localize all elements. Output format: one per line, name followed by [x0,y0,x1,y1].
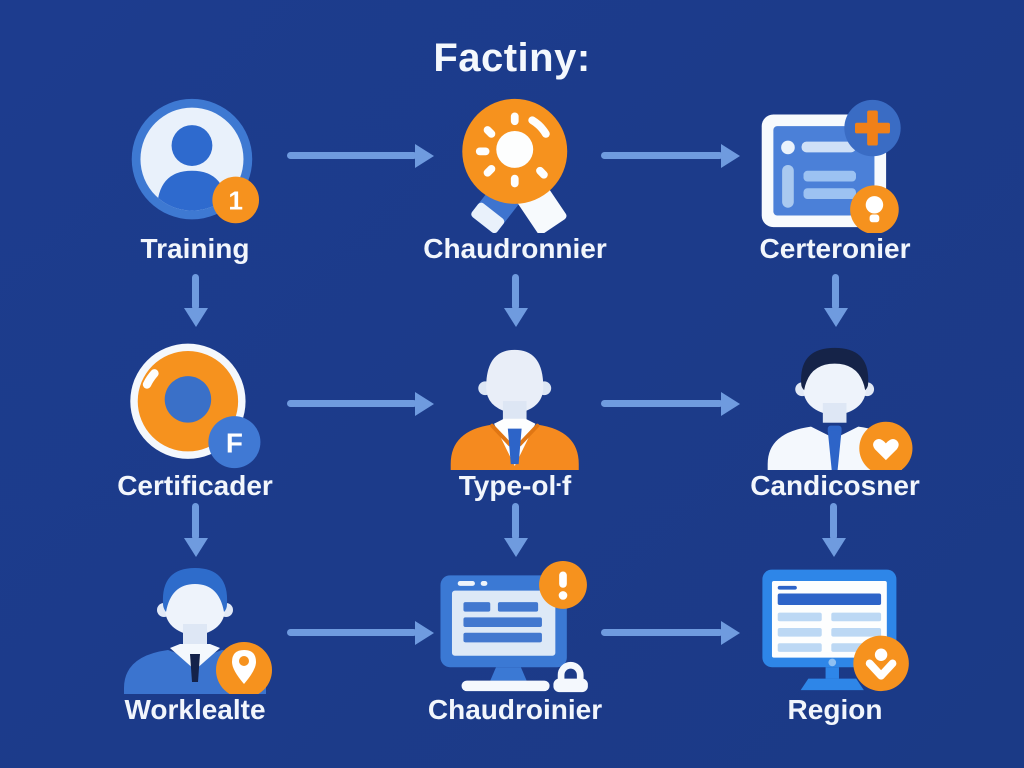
node-worklealte: Worklealte [65,560,325,726]
sun-rays [476,112,549,188]
monitor-lock-icon [440,560,588,693]
monitor-download-icon [762,569,909,692]
arrow-down-icon [192,274,199,310]
arrow-right-icon [601,400,723,407]
tie [508,428,522,465]
person-suit-icon [450,349,580,470]
node-chaudronnier: Chaudronnier [385,95,645,265]
user-avatar-icon: 1 [131,98,260,224]
badge-count-text: 1 [229,186,244,216]
node-label: Certificader [117,470,273,501]
person-approved-icon [768,347,913,470]
node-label: Chaudronnier [423,233,607,264]
node-label: Worklealte [124,694,266,725]
alert-badge-icon [538,560,587,609]
badge-letter-text: F [226,427,243,458]
node-chaudroinier: Chaudroinier [385,560,645,726]
tie [828,430,842,470]
node-training: 1 Training [65,95,325,265]
arrow-down-icon [512,503,519,540]
medal-ribbon-icon [462,98,568,233]
arrow-down-icon [830,503,837,540]
arrow-right-icon [287,400,417,407]
arrow-right-icon [601,152,723,159]
arrow-down-icon [192,503,199,540]
node-label: Certeronier [759,233,911,264]
document-add-icon [762,99,902,233]
bulb-badge-icon [850,185,900,233]
arrow-right-icon [287,629,417,636]
arrow-right-icon [601,629,723,636]
node-label: Training [140,233,250,264]
node-label: Chaudroinier [427,694,603,725]
plus-badge-icon [844,99,902,157]
page-title: Factiny: [433,36,591,80]
location-pin-badge-icon [216,642,272,694]
letter-badge: F [208,416,261,469]
arrow-down-icon [832,274,839,310]
download-badge-icon [853,635,909,692]
hair [162,568,228,612]
arrow-right-icon [287,152,417,159]
count-badge: 1 [212,176,260,224]
heart-badge-icon [859,421,913,470]
tie [190,654,200,682]
node-region: Region [705,560,965,726]
person-location-icon [124,568,272,694]
node-label: Candicosner [750,470,920,501]
node-certificader: F Certificader [65,338,325,502]
hair [801,347,869,391]
node-candicosner: Candicosner [705,338,965,502]
node-certeronier: Certeronier [705,95,965,265]
node-type-of: Type-oŀf [385,338,645,502]
node-label: Type-oŀf [458,470,572,501]
node-label: Region [787,694,883,725]
arrow-down-icon [512,274,519,310]
donut-badge-icon: F [129,343,261,469]
padlock-icon [553,661,588,693]
